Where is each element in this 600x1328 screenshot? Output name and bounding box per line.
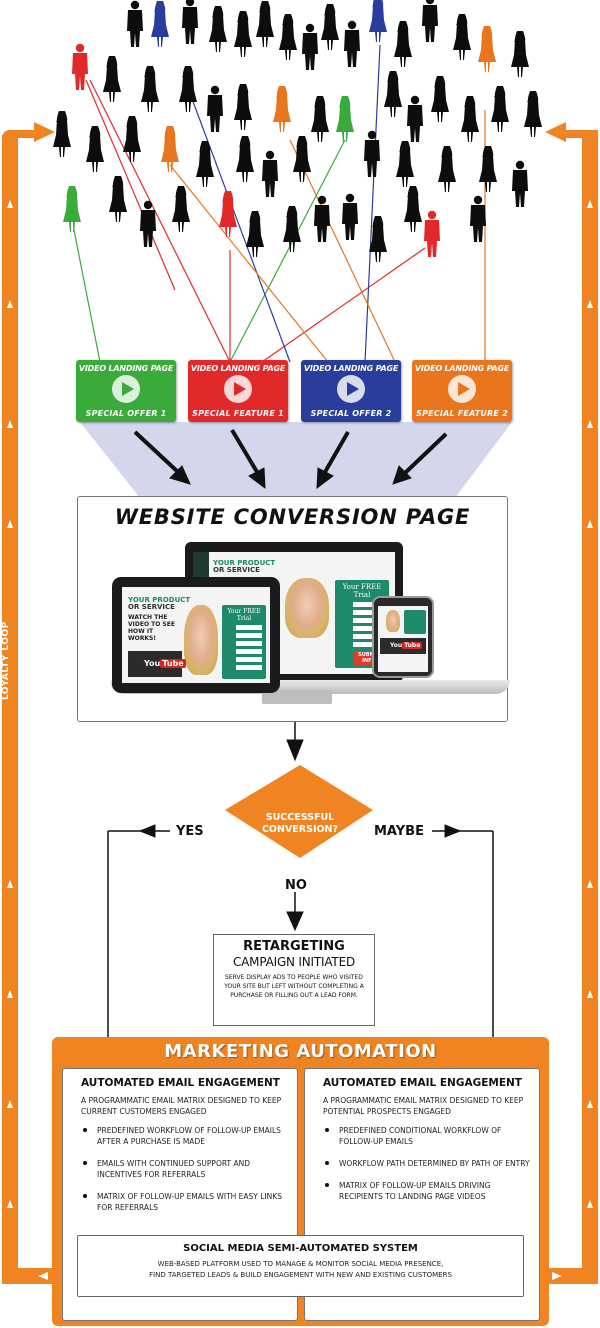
social-line-1: WEB-BASED PLATFORM USED TO MANAGE & MONI… [157,1260,444,1268]
tile-label: SPECIAL OFFER 1 [85,409,167,418]
decision-diamond [225,765,373,858]
bullet-text: WORKFLOW PATH DETERMINED BY PATH OF ENTR… [339,1159,530,1168]
loyalty-loop-arrows [7,200,48,1280]
social-line-2: FIND TARGETED LEADS & BUILD ENGAGEMENT W… [149,1271,452,1279]
funnel-arrows [133,428,448,490]
bullet-item: EMAILS WITH CONTINUED SUPPORT AND INCENT… [83,1158,289,1180]
retargeting-title: RETARGETING [243,939,345,954]
loyalty-loop-label: LOYALTY LOOP [1,621,11,700]
laptop-trackpad [262,690,332,704]
bullet-item: MATRIX OF FOLLOW-UP EMAILS WITH EASY LIN… [83,1191,289,1213]
decision-line-1: SUCCESSFUL [265,812,335,823]
bullet-item: WORKFLOW PATH DETERMINED BY PATH OF ENTR… [325,1158,531,1169]
tile-label: SPECIAL OFFER 2 [310,409,392,418]
play-icon [112,375,140,403]
tile-label: SPECIAL FEATURE 1 [192,409,284,418]
decision-line-2: CONVERSION? [261,824,339,835]
tablet: YOUR PRODUCT OR SERVICE WATCH THE VIDEO … [112,577,280,693]
bullet-text: MATRIX OF FOLLOW-UP EMAILS DRIVING RECIP… [339,1181,491,1201]
marketing-automation: MARKETING AUTOMATION AUTOMATED EMAIL ENG… [52,1037,549,1326]
loyalty-loop-bar [2,122,62,1284]
column-description: A PROGRAMMATIC EMAIL MATRIX DESIGNED TO … [323,1096,524,1116]
column-heading: AUTOMATED EMAIL ENGAGEMENT [323,1077,522,1089]
bullet-text: PREDEFINED CONDITIONAL WORKFLOW OF FOLLO… [339,1126,502,1146]
bullet-icon [325,1128,329,1132]
crowd-silhouettes [53,0,542,262]
landing-page-special-offer-1[interactable]: VIDEO LANDING PAGE SPECIAL OFFER 1 [76,360,176,422]
yes-arrow [97,824,170,1068]
tablet-subheadline: OR SERVICE [128,603,175,611]
laptop-form-title: Your FREE Trial [342,583,382,599]
connection-lines [73,44,486,363]
tablet-headline: YOUR PRODUCT [128,596,191,604]
laptop-headline: YOUR PRODUCT [213,559,276,567]
bullet-icon [83,1161,87,1165]
laptop-subheadline: OR SERVICE [213,566,260,574]
bullet-icon [325,1183,329,1187]
youtube-you: You [144,659,161,668]
no-arrow [286,892,304,932]
retargeting-description: SERVE DISPLAY ADS TO PEOPLE WHO VISITED … [224,974,364,999]
tablet-watch-text: WATCH THE VIDEO TO SEE HOW IT WORKS! [128,614,175,642]
retargeting-box: RETARGETING CAMPAIGN INITIATED SERVE DIS… [213,934,375,1026]
funnel [80,422,512,498]
play-icon [448,375,476,403]
bullet-item: PREDEFINED CONDITIONAL WORKFLOW OF FOLLO… [325,1125,531,1147]
youtube-tube: Tube [402,642,423,649]
tile-title: VIDEO LANDING PAGE [303,364,399,373]
bullet-text: EMAILS WITH CONTINUED SUPPORT AND INCENT… [97,1159,250,1179]
maybe-arrow [432,824,504,1068]
bullet-item: PREDEFINED WORKFLOW OF FOLLOW-UP EMAILS … [83,1125,289,1147]
youtube-you: You [390,642,403,649]
yes-label: YES [176,824,204,839]
column-heading: AUTOMATED EMAIL ENGAGEMENT [81,1077,280,1089]
bullet-icon [83,1194,87,1198]
landing-page-special-feature-2[interactable]: VIDEO LANDING PAGE SPECIAL FEATURE 2 [412,360,512,422]
tile-title: VIDEO LANDING PAGE [190,364,286,373]
arrow-to-decision [286,722,304,762]
column-description: A PROGRAMMATIC EMAIL MATRIX DESIGNED TO … [81,1096,282,1116]
bullet-icon [325,1161,329,1165]
social-description: WEB-BASED PLATFORM USED TO MANAGE & MONI… [78,1259,523,1281]
tile-title: VIDEO LANDING PAGE [414,364,510,373]
bullet-icon [83,1128,87,1132]
bullet-text: PREDEFINED WORKFLOW OF FOLLOW-UP EMAILS … [97,1126,281,1146]
maybe-label: MAYBE [374,824,424,839]
social-media-system: SOCIAL MEDIA SEMI-AUTOMATED SYSTEM WEB-B… [77,1235,524,1297]
decision-question: SUCCESSFUL CONVERSION? [250,812,350,836]
play-icon [224,375,252,403]
column-bullets: PREDEFINED WORKFLOW OF FOLLOW-UP EMAILS … [83,1125,289,1213]
column-bullets: PREDEFINED CONDITIONAL WORKFLOW OF FOLLO… [325,1125,531,1202]
landing-page-special-feature-1[interactable]: VIDEO LANDING PAGE SPECIAL FEATURE 1 [188,360,288,422]
social-heading: SOCIAL MEDIA SEMI-AUTOMATED SYSTEM [183,1243,418,1254]
play-icon [337,375,365,403]
tile-label: SPECIAL FEATURE 2 [416,409,508,418]
no-label: NO [285,878,307,893]
landing-page-special-offer-2[interactable]: VIDEO LANDING PAGE SPECIAL OFFER 2 [301,360,401,422]
engagement-loop-bar [538,122,598,1284]
conversion-page-title: WEBSITE CONVERSION PAGE [114,505,471,529]
youtube-tube: Tube [160,659,186,668]
tile-title: VIDEO LANDING PAGE [78,364,174,373]
retargeting-subtitle: CAMPAIGN INITIATED [232,955,355,969]
engagement-loop-arrows [552,200,593,1280]
bullet-item: MATRIX OF FOLLOW-UP EMAILS DRIVING RECIP… [325,1180,531,1202]
marketing-automation-title: MARKETING AUTOMATION [164,1041,437,1062]
bullet-text: MATRIX OF FOLLOW-UP EMAILS WITH EASY LIN… [97,1192,282,1212]
tablet-form-title: Your FREE Trial [227,608,261,622]
